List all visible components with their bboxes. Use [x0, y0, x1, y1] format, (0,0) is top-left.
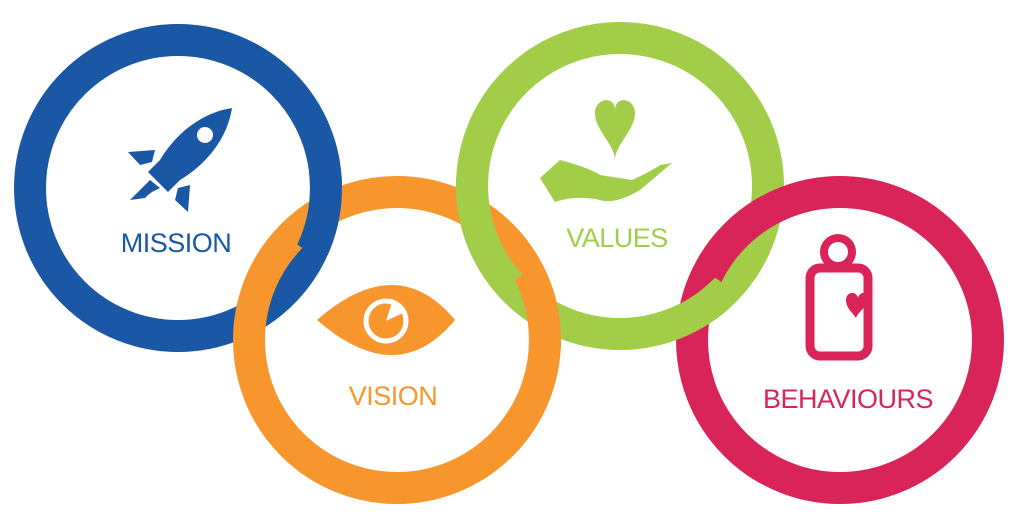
mission-ring-overlap	[282, 170, 342, 254]
hand-heart-icon	[540, 100, 672, 202]
mission-label: MISSION	[121, 228, 232, 258]
values-ring-overlap	[456, 172, 517, 256]
vision-label: VISION	[349, 381, 438, 411]
vision-ring-overlap	[500, 270, 561, 354]
eye-icon	[317, 285, 455, 355]
person-heart-icon	[805, 234, 873, 361]
values-label: VALUES	[566, 223, 668, 253]
rocket-icon	[128, 108, 232, 212]
behaviours-ring	[676, 176, 1004, 504]
behaviours-label: BEHAVIOURS	[763, 384, 933, 414]
